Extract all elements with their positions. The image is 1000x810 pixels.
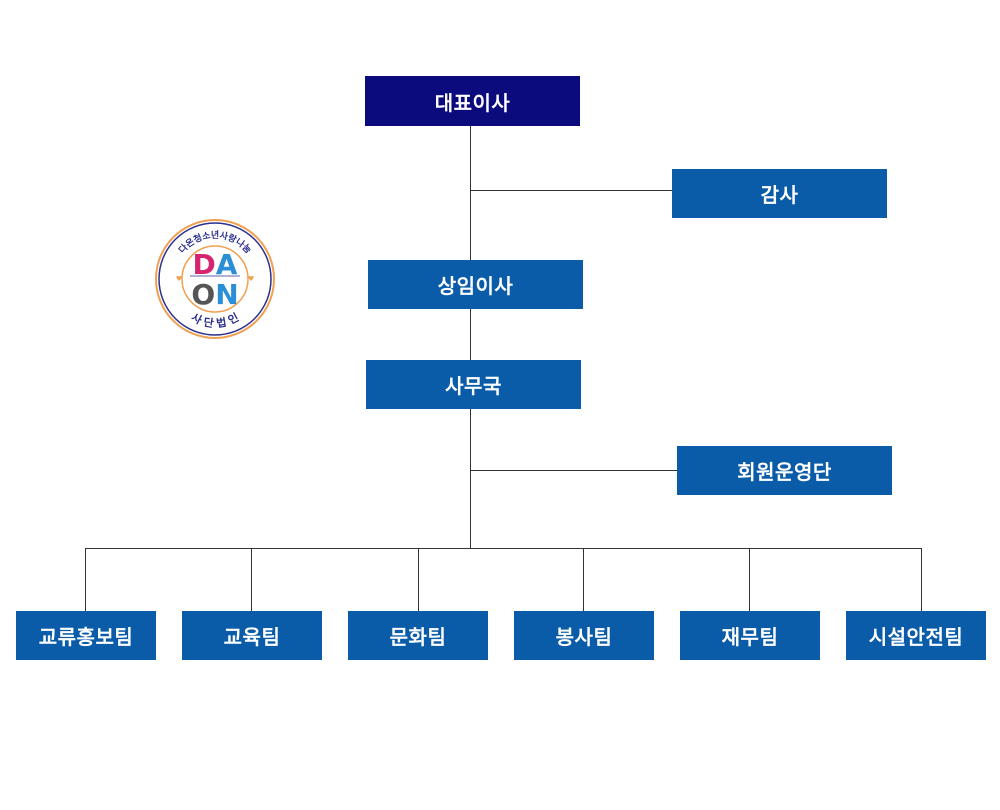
team-box-pr: 교류홍보팀 xyxy=(16,611,156,660)
logo-arc-bottom-text: 사 단 법 인 xyxy=(189,310,241,330)
member-ops-label: 회원운영단 xyxy=(737,460,832,484)
spine-director-to-secretariat xyxy=(470,308,471,361)
team-box-volunteer: 봉사팀 xyxy=(514,611,654,660)
ceo-box: 대표이사 xyxy=(365,76,580,126)
ceo-label: 대표이사 xyxy=(434,90,511,115)
standing-director-label: 상임이사 xyxy=(437,274,514,298)
logo-letter-a: A xyxy=(216,248,238,281)
logo-letter-d: D xyxy=(193,248,216,281)
audit-label: 감사 xyxy=(760,183,799,207)
team-label: 문화팀 xyxy=(389,625,447,649)
logo-letters-bottom: ON xyxy=(191,278,238,311)
team-label: 시설안전팀 xyxy=(868,625,964,649)
team-label: 교류홍보팀 xyxy=(38,625,134,649)
team-drop-1 xyxy=(85,548,86,611)
team-label: 교육팀 xyxy=(223,625,281,649)
team-drop-6 xyxy=(921,548,922,611)
logo-heart-right-icon: ♥ xyxy=(248,275,254,283)
standing-director-box: 상임이사 xyxy=(368,260,583,309)
team-drop-2 xyxy=(251,548,252,611)
logo-letters-top: DA xyxy=(193,248,238,281)
team-drop-3 xyxy=(418,548,419,611)
secretariat-label: 사무국 xyxy=(445,374,502,398)
team-box-finance: 재무팀 xyxy=(680,611,820,660)
logo-letter-o: O xyxy=(191,278,215,311)
team-box-facility-safety: 시설안전팀 xyxy=(846,611,986,660)
team-drop-5 xyxy=(749,548,750,611)
teams-bus xyxy=(85,548,922,549)
team-box-education: 교육팀 xyxy=(182,611,322,660)
team-drop-4 xyxy=(583,548,584,611)
logo-letter-n: N xyxy=(215,278,238,311)
secretariat-box: 사무국 xyxy=(366,360,581,409)
branch-member-ops xyxy=(470,470,677,471)
spine-secretariat-to-teams xyxy=(470,408,471,548)
logo-heart-left-icon: ♥ xyxy=(176,275,182,283)
team-label: 재무팀 xyxy=(721,625,779,649)
daon-logo: 다온청소년사랑나눔 사 단 법 인 ♥ ♥ DA ON xyxy=(155,219,275,339)
spine-top-to-director xyxy=(470,125,471,261)
team-label: 봉사팀 xyxy=(555,625,613,649)
member-ops-box: 회원운영단 xyxy=(677,446,892,495)
branch-audit xyxy=(470,190,672,191)
audit-box: 감사 xyxy=(672,169,887,218)
team-box-culture: 문화팀 xyxy=(348,611,488,660)
